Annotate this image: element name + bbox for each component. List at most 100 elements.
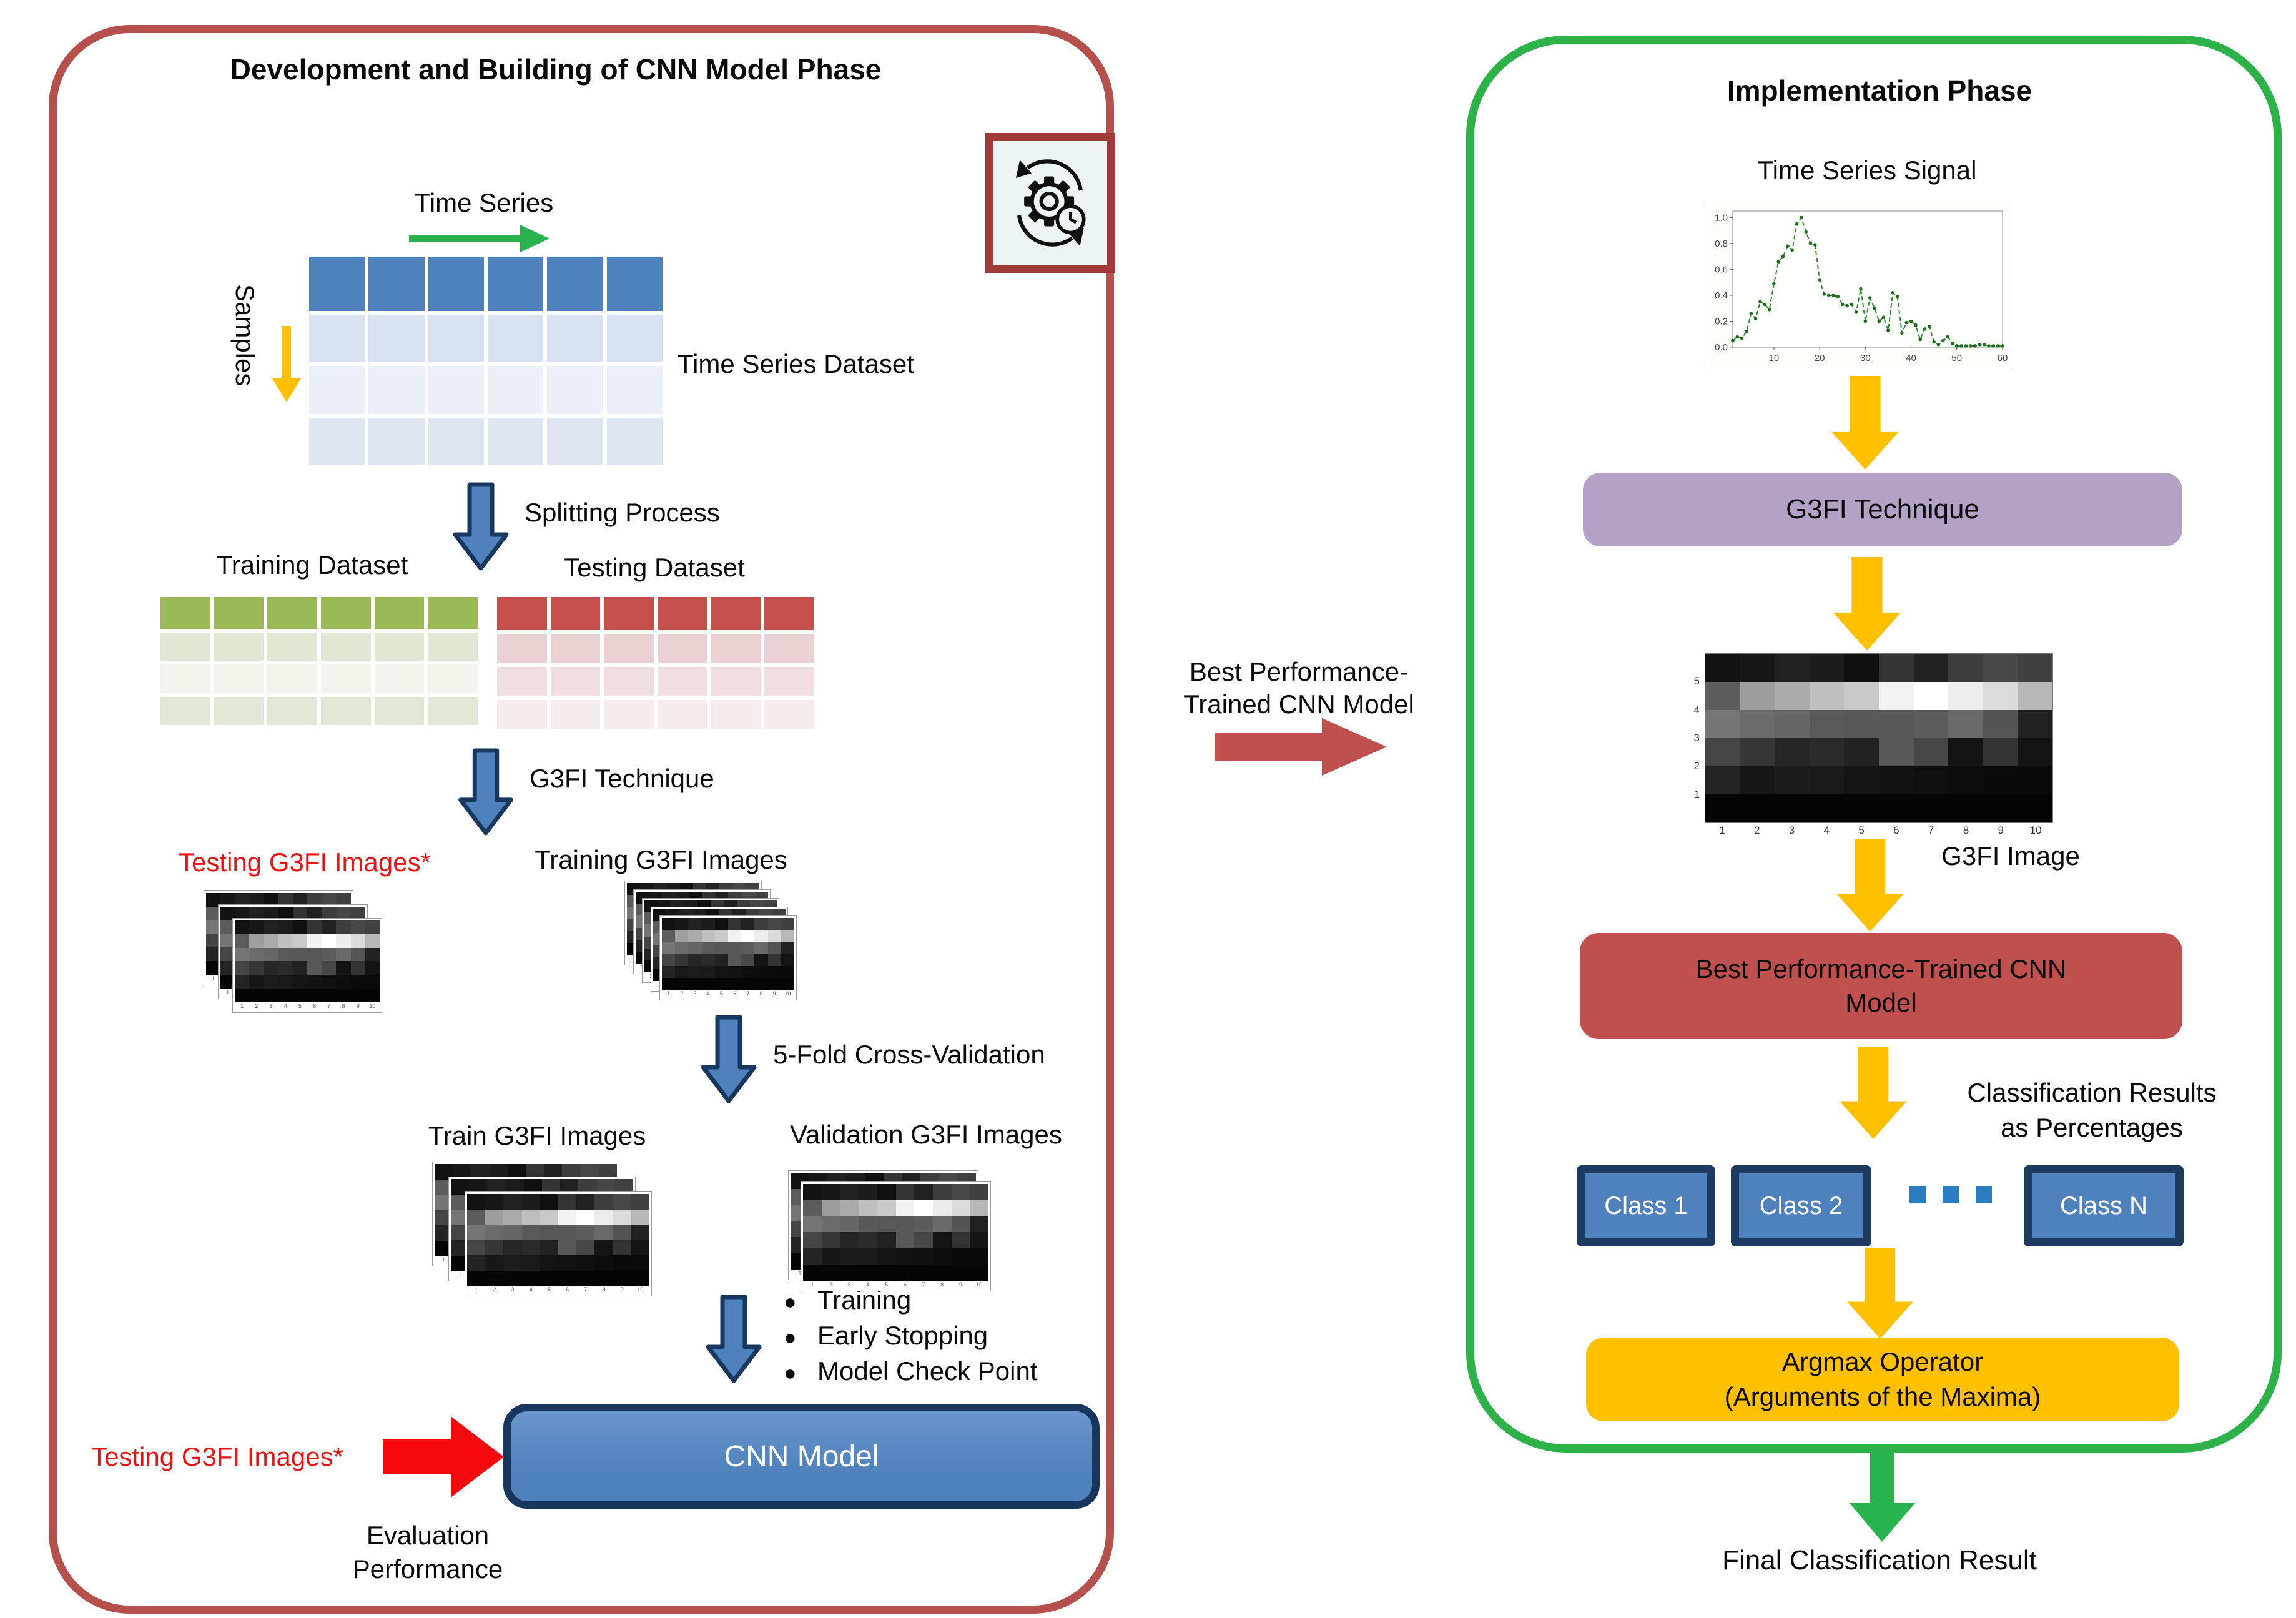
heatmap-cell xyxy=(840,1232,859,1249)
heatmap-cell xyxy=(859,1200,877,1216)
table-cell xyxy=(657,597,707,630)
process-automation-badge xyxy=(985,133,1115,273)
heatmap-cell xyxy=(701,918,715,930)
heatmap-cell xyxy=(877,1232,896,1249)
heatmap-cell xyxy=(631,1240,650,1255)
heatmap-cell xyxy=(840,1200,859,1216)
heatmap-cell xyxy=(914,1265,933,1281)
heatmap-cell xyxy=(932,1232,952,1249)
heatmap-cell xyxy=(292,961,308,975)
table-cell xyxy=(547,417,603,465)
table-cell xyxy=(160,597,210,629)
heatmap-cell xyxy=(1983,682,2018,710)
svg-text:0.8: 0.8 xyxy=(1715,239,1728,249)
table-cell xyxy=(160,664,210,693)
heatmap-cell xyxy=(2018,682,2052,710)
heatmap-cell xyxy=(292,989,308,1002)
table-cell xyxy=(428,417,484,465)
heatmap-cell xyxy=(781,918,795,930)
heatmap-cell xyxy=(336,975,351,989)
bullet-label: Model Check Point xyxy=(817,1356,1038,1386)
table-cell xyxy=(550,597,600,630)
heatmap-cell xyxy=(264,893,279,907)
heatmap-cell xyxy=(350,947,365,962)
table-cell xyxy=(374,632,425,661)
heatmap-cell xyxy=(540,1240,559,1255)
heatmap-cell xyxy=(1775,654,1810,682)
best-cnn-model-box: Best Performance-Trained CNN Model xyxy=(1580,933,2182,1039)
heatmap-cell xyxy=(278,989,293,1002)
heatmap-cell xyxy=(467,1270,486,1286)
heatmap-cell xyxy=(220,961,235,975)
heatmap-cell xyxy=(322,947,337,962)
heatmap-cell xyxy=(558,1270,577,1286)
heatmap-cell xyxy=(877,1200,896,1216)
heatmap-cell xyxy=(249,893,264,907)
table-cell xyxy=(374,664,425,693)
heatmap-cell xyxy=(235,989,250,1002)
heatmap-cell xyxy=(293,893,308,907)
bullet-icon: ● xyxy=(784,1361,797,1385)
heatmap-cell xyxy=(1844,654,1879,682)
heatmap-cell xyxy=(1913,738,1949,766)
heatmap-cell xyxy=(613,1255,631,1271)
heatmap-cell xyxy=(932,1200,952,1216)
table-cell xyxy=(214,597,264,629)
heatmap-cell xyxy=(503,1209,522,1225)
heatmap-cell xyxy=(767,954,781,966)
heatmap-cell xyxy=(576,1225,595,1240)
heatmap-cell xyxy=(781,930,795,942)
heatmap-cell xyxy=(206,893,221,907)
heatmap-cell xyxy=(613,1270,631,1286)
table-cell xyxy=(657,666,707,696)
heatmap-cell xyxy=(662,942,676,954)
table-cell xyxy=(604,666,654,696)
table-cell xyxy=(267,632,317,661)
heatmap-cell xyxy=(701,977,715,990)
heatmap-cell xyxy=(895,1216,915,1233)
heatmap-cell xyxy=(2018,766,2052,794)
heatmap-cell xyxy=(206,906,221,920)
heatmap-cell xyxy=(1705,654,1740,682)
heatmap-cell xyxy=(278,907,293,920)
table-cell xyxy=(547,257,603,311)
heatmap-cell xyxy=(895,1184,915,1200)
heatmap-cell xyxy=(350,920,365,934)
table-cell xyxy=(309,417,365,465)
heatmap-cell xyxy=(521,1209,540,1225)
heatmap-cell xyxy=(803,1184,822,1200)
heatmap-cell xyxy=(307,907,322,920)
train-g3fi-image-stack: 123456789101234567891012345678910 xyxy=(432,1162,652,1296)
heatmap-cell xyxy=(714,965,729,978)
heatmap-cell xyxy=(485,1255,504,1271)
heatmap-cell xyxy=(613,1240,631,1255)
heatmap-cell xyxy=(264,989,278,1002)
heatmap-cell xyxy=(970,1248,989,1265)
heatmap-cell xyxy=(701,930,715,942)
heatmap-cell xyxy=(714,942,729,954)
heatmap-cell xyxy=(293,907,308,920)
testing-g3fi-images-label-2: Testing G3FI Images* xyxy=(91,1442,343,1471)
heatmap-cell xyxy=(767,930,781,942)
heatmap-cell xyxy=(2018,738,2052,766)
heatmap-cell xyxy=(292,920,308,934)
heatmap-cell xyxy=(1913,682,1949,710)
heatmap-cell xyxy=(714,954,729,966)
heatmap-cell xyxy=(767,977,781,990)
table-cell xyxy=(764,597,814,630)
g3fi-technique-label: G3FI Technique xyxy=(530,764,714,793)
heatmap-cell xyxy=(220,975,235,989)
heatmap-cell xyxy=(249,907,264,920)
heatmap-cell xyxy=(336,947,351,962)
classes-to-argmax-down-arrow-icon xyxy=(1847,1248,1913,1339)
heatmap-cell xyxy=(840,1248,859,1265)
table-cell xyxy=(550,666,600,696)
heatmap-cell xyxy=(307,975,322,989)
heatmap-cell xyxy=(521,1194,540,1210)
implementation-phase-panel xyxy=(1466,36,2282,1453)
heatmap-cell xyxy=(322,907,337,920)
heatmap-cell xyxy=(1809,654,1845,682)
heatmap-cell xyxy=(701,954,715,966)
